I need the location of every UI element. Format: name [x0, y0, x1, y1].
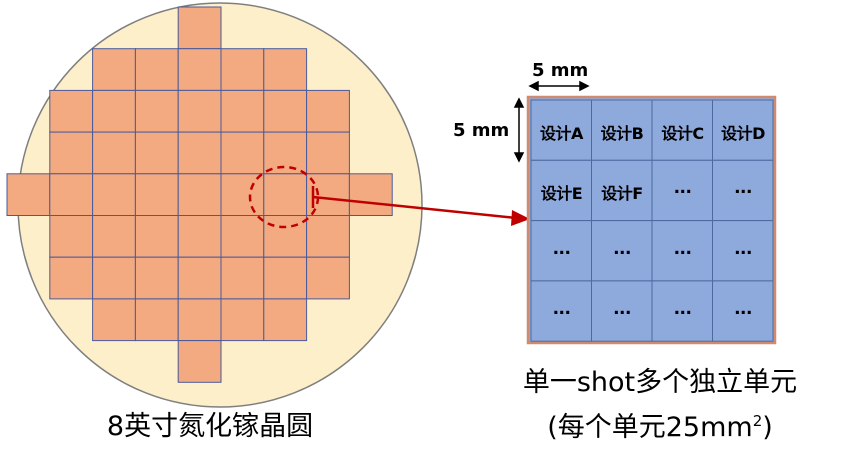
shot-cell: [651, 220, 713, 282]
die: [306, 89, 350, 133]
die: [134, 215, 179, 258]
die: [263, 48, 308, 91]
die: [306, 215, 350, 258]
die: [134, 256, 179, 300]
shot-cell: [712, 99, 774, 161]
shot-caption-line1: 单一shot多个独立单元: [522, 367, 798, 398]
die: [306, 256, 350, 300]
shot-cell-label: ...: [613, 298, 631, 319]
die: [49, 256, 94, 300]
die: [177, 131, 222, 175]
die: [49, 173, 94, 217]
shot-cell: [712, 159, 774, 222]
shot-cell: [530, 280, 592, 342]
shot-cell-label: 设计A: [540, 124, 583, 143]
die: [49, 89, 94, 133]
shot-cell-label: ...: [734, 178, 752, 199]
shot-cell: [530, 159, 592, 222]
die: [134, 131, 179, 175]
shot-cell-label: 设计D: [721, 124, 765, 143]
shot-cell-label: ...: [673, 298, 692, 319]
shot-cell-label: ...: [734, 238, 752, 259]
die: [134, 298, 179, 342]
die: [263, 298, 308, 342]
die: [177, 173, 222, 217]
shot-cell: [651, 280, 713, 342]
shot-cell: [530, 220, 592, 282]
die-grid: [6, 6, 393, 383]
die: [348, 173, 393, 217]
shot-caption-line2-suffix: ): [762, 412, 773, 443]
shot-cell-label: 设计B: [600, 124, 644, 143]
die: [177, 298, 222, 342]
die: [220, 89, 265, 133]
die: [177, 48, 222, 91]
die: [49, 131, 94, 175]
die: [134, 173, 179, 217]
die: [92, 131, 136, 175]
shot-cell-label: ...: [673, 178, 692, 199]
shot-cell-label: ...: [552, 238, 571, 259]
die: [177, 6, 222, 50]
die: [177, 256, 222, 300]
die: [220, 48, 265, 91]
die: [177, 215, 222, 258]
width-dimension-arrow: [528, 80, 590, 92]
shot-cell-label: 设计C: [661, 124, 704, 143]
die: [263, 256, 308, 300]
die: [220, 131, 265, 175]
die: [92, 48, 136, 91]
die: [92, 256, 136, 300]
shot-caption-line2-sup: 2: [752, 412, 763, 430]
shot-cell-label: ...: [613, 238, 631, 259]
shot-cell-label: 设计F: [601, 184, 643, 204]
die: [220, 298, 265, 342]
shot-cell: [651, 99, 713, 161]
die: [306, 131, 350, 175]
die: [134, 48, 179, 91]
shot-caption: 单一shot多个独立单元 (每个单元25mm2): [470, 364, 850, 447]
die: [92, 89, 136, 133]
die: [92, 298, 136, 342]
die: [263, 173, 308, 217]
shot-width-label: 5 mm: [532, 60, 589, 81]
shot-cell: [530, 99, 592, 161]
die: [263, 215, 308, 258]
die: [134, 89, 179, 133]
die: [92, 215, 136, 258]
die: [177, 340, 222, 383]
shot-height-label: 5 mm: [453, 120, 510, 141]
shot-cell-label: 设计E: [540, 184, 583, 204]
shot-cell-label: ...: [552, 298, 571, 319]
shot-cell: [651, 159, 713, 222]
die: [92, 173, 136, 217]
shot-caption-line2: (每个单元25mm2): [470, 402, 850, 447]
die: [220, 173, 265, 217]
die: [263, 131, 308, 175]
die: [220, 215, 265, 258]
shot-cell-label: ...: [734, 298, 752, 319]
wafer-caption: 8英寸氮化镓晶圆: [106, 411, 314, 442]
zoom-arrow-head: [511, 210, 530, 226]
die: [49, 215, 94, 258]
die: [263, 89, 308, 133]
zoom-arrow-line: [312, 195, 517, 220]
height-dimension-arrow: [513, 97, 525, 163]
die: [177, 89, 222, 133]
die: [6, 173, 51, 217]
shot-cell-grid: [530, 99, 774, 342]
shot-caption-line2-prefix: (每个单元25mm: [547, 412, 753, 443]
shot-cell: [712, 220, 774, 282]
shot-cell: [712, 280, 774, 342]
shot-cell: [591, 280, 653, 342]
shot-cell-label: ...: [673, 238, 692, 259]
die: [220, 256, 265, 300]
